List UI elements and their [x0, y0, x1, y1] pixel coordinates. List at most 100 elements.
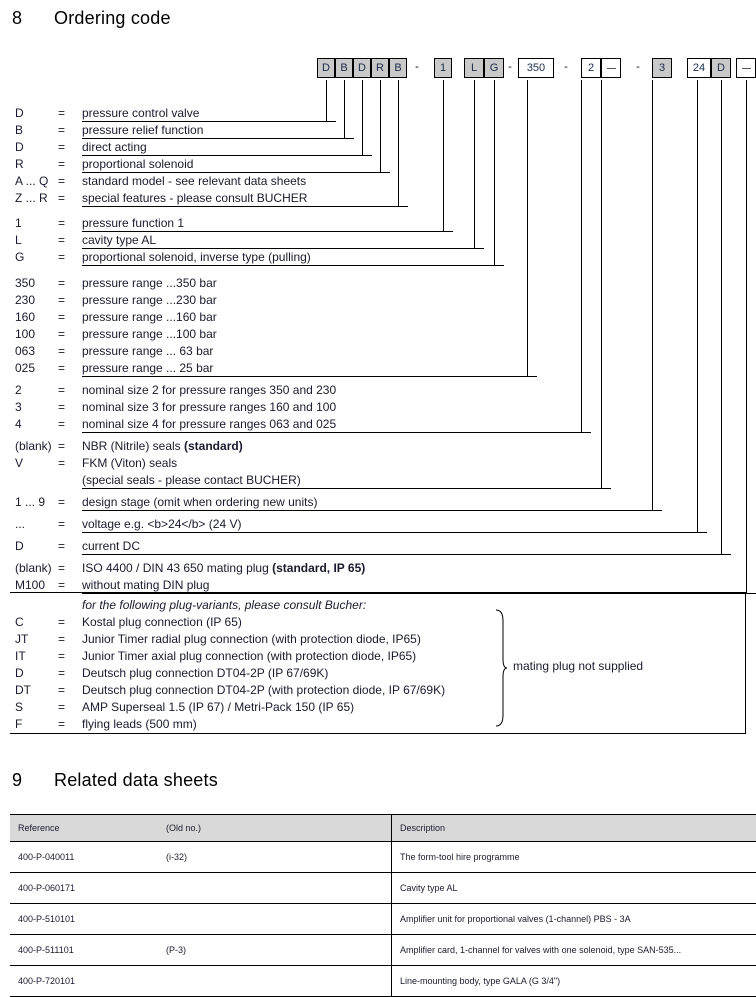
legend-row-15: 2=nominal size 2 for pressure ranges 350… [0, 382, 756, 399]
plug-variant-key: DT [15, 682, 57, 699]
legend-row-1: B=pressure relief function [0, 122, 756, 139]
plug-variant-description: Deutsch plug connection DT04-2P (with pr… [82, 682, 445, 699]
code-separator-2: - [561, 58, 571, 78]
legend-equals: = [58, 360, 65, 377]
legend-equals: = [58, 232, 65, 249]
plug-variant-row-4: DT= Deutsch plug connection DT04-2P (with… [0, 682, 756, 699]
table-row[interactable]: 400-P-040011(i-32)The form-tool hire pro… [10, 842, 756, 873]
code-box-2[interactable]: D [353, 58, 371, 78]
plug-variant-row-1: JT=Junior Timer radial plug connection (… [0, 631, 756, 648]
legend-row-9: 350=pressure range ...350 bar [0, 275, 756, 292]
plug-variant-row-6: F=flying leads (500 mm) [0, 716, 756, 733]
code-box-1[interactable]: B [335, 58, 353, 78]
legend-key: R [15, 156, 57, 173]
plug-variant-equals: = [58, 699, 65, 716]
legend-description: pressure range ...100 bar [82, 326, 217, 343]
legend-row-12: 100=pressure range ...100 bar [0, 326, 756, 343]
legend-equals: = [58, 190, 65, 207]
code-box-14[interactable] [736, 58, 756, 78]
cell-description: Amplifier card, 1-channel for valves wit… [392, 935, 756, 966]
legend-key: A ... Q [15, 173, 57, 190]
legend-row-22: ...=voltage e.g. <b>24</b> (24 V) [0, 516, 756, 533]
code-box-7[interactable]: G [484, 58, 504, 78]
legend-key: 1 ... 9 [15, 494, 57, 511]
column-header-reference: Reference [10, 815, 158, 842]
plug-variant-key: F [15, 716, 57, 733]
code-box-6[interactable]: L [464, 58, 484, 78]
plug-variant-equals: = [58, 682, 65, 699]
legend-equals: = [58, 538, 65, 555]
table-body: 400-P-040011(i-32)The form-tool hire pro… [10, 842, 756, 997]
code-box-12[interactable]: 24 [687, 58, 711, 78]
code-box-10[interactable] [601, 58, 621, 78]
legend-row-21: 1 ... 9=design stage (omit when ordering… [0, 494, 756, 511]
code-separator-3: - [633, 58, 643, 78]
legend-description: pressure control valve [82, 105, 199, 122]
cell-old-no [158, 966, 392, 997]
legend-key: 025 [15, 360, 57, 377]
legend-row-23: D= current DC [0, 538, 756, 555]
legend-key: 1 [15, 215, 57, 232]
legend-equals: = [58, 416, 65, 433]
legend-equals: = [58, 309, 65, 326]
cell-old-no [158, 904, 392, 935]
legend-description: current DC [82, 538, 140, 555]
legend-key: D [15, 105, 57, 122]
legend-description: nominal size 3 for pressure ranges 160 a… [82, 399, 336, 416]
code-box-11[interactable]: 3 [652, 58, 672, 78]
cell-old-no [158, 873, 392, 904]
plug-variant-equals: = [58, 665, 65, 682]
code-box-4[interactable]: B [389, 58, 407, 78]
legend-equals: = [58, 455, 65, 472]
section-number: 8 [12, 8, 22, 29]
code-box-3[interactable]: R [371, 58, 389, 78]
legend-description: FKM (Viton) seals [82, 455, 177, 472]
plug-variant-row-5: S=AMP Superseal 1.5 (IP 67) / Metri-Pack… [0, 699, 756, 716]
legend-key: ... [15, 516, 57, 533]
cell-description: Line-mounting body, type GALA (G 3/4") [392, 966, 756, 997]
column-header-description: Description [392, 815, 756, 842]
code-box-5[interactable]: 1 [434, 58, 452, 78]
legend-key: 2 [15, 382, 57, 399]
legend-key: Z ... R [15, 190, 57, 207]
legend-row-11: 160=pressure range ...160 bar [0, 309, 756, 326]
legend-row-7: L=cavity type AL [0, 232, 756, 249]
legend-equals: = [58, 215, 65, 232]
legend-key: B [15, 122, 57, 139]
code-box-13[interactable]: D [711, 58, 731, 78]
legend-description: cavity type AL [82, 232, 156, 249]
table-row[interactable]: 400-P-511101(P-3)Amplifier card, 1-chann… [10, 935, 756, 966]
legend-key: 160 [15, 309, 57, 326]
code-separator-1: - [505, 58, 515, 78]
legend-description: special features - please consult BUCHER [82, 190, 307, 207]
code-box-8[interactable]: 350 [518, 58, 554, 78]
plug-variant-equals: = [58, 614, 65, 631]
plug-variants-last-rule [82, 733, 217, 734]
legend-equals: = [58, 560, 65, 577]
legend-key: (blank) [15, 438, 57, 455]
legend-description: direct acting [82, 139, 147, 156]
cell-old-no: (P-3) [158, 935, 392, 966]
legend-description: proportional solenoid [82, 156, 193, 173]
plug-variant-key: JT [15, 631, 57, 648]
mating-plug-not-supplied-label: mating plug not supplied [513, 659, 643, 673]
cell-reference: 400-P-040011 [10, 842, 158, 873]
code-box-0[interactable]: D [317, 58, 335, 78]
code-box-9[interactable]: 2 [581, 58, 601, 78]
legend-key: 230 [15, 292, 57, 309]
legend-description: nominal size 4 for pressure ranges 063 a… [82, 416, 336, 433]
legend-equals: = [58, 105, 65, 122]
legend-key: V [15, 455, 57, 472]
cell-reference: 400-P-510101 [10, 904, 158, 935]
plug-variant-equals: = [58, 631, 65, 648]
plug-variant-key: C [15, 614, 57, 631]
column-header-old-no: (Old no.) [158, 815, 392, 842]
plug-variant-description: Deutsch plug connection DT04-2P (IP 67/6… [82, 665, 328, 682]
legend-key: D [15, 538, 57, 555]
legend-description: standard model - see relevant data sheet… [82, 173, 306, 190]
plug-variant-key: S [15, 699, 57, 716]
legend-description: nominal size 2 for pressure ranges 350 a… [82, 382, 336, 399]
